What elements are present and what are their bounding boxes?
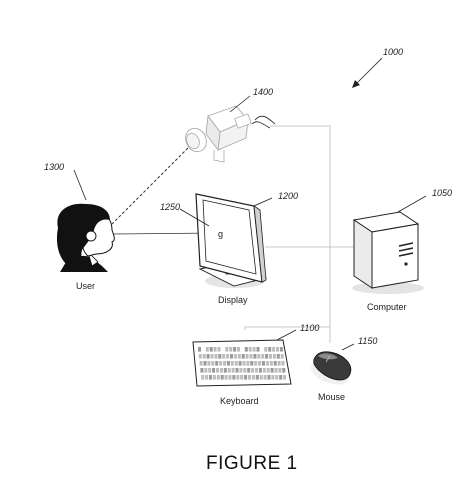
keyboard-label: Keyboard [220, 396, 259, 406]
display-monitor: g 1250 1200 Display [160, 191, 298, 305]
keyboard-keys [198, 347, 287, 380]
mouse-ref-number: 1150 [358, 336, 377, 346]
computer-ref-number: 1050 [432, 188, 452, 198]
mouse-label: Mouse [318, 392, 345, 402]
figure-caption: FIGURE 1 [206, 453, 298, 474]
computer-tower: 1050 Computer [352, 188, 452, 312]
display-ref-number: 1200 [278, 191, 298, 201]
user-label: User [76, 281, 95, 291]
user-ref-number: 1300 [44, 162, 64, 172]
keyboard: 1100 Keyboard [192, 323, 319, 406]
computer-label: Computer [367, 302, 407, 312]
gaze-point-marker: g [218, 229, 223, 239]
connection-lines [244, 125, 356, 343]
user-figure: 1300 User [44, 162, 115, 291]
gaze-point-ref-number: 1250 [160, 202, 180, 212]
display-label: Display [218, 295, 248, 305]
mouse: 1150 Mouse [310, 336, 377, 402]
system-reference: 1000 [352, 47, 403, 88]
system-ref-number: 1000 [383, 47, 403, 57]
camera-ref-number: 1400 [253, 87, 273, 97]
camera: 1400 [185, 87, 276, 163]
keyboard-ref-number: 1100 [300, 323, 319, 333]
